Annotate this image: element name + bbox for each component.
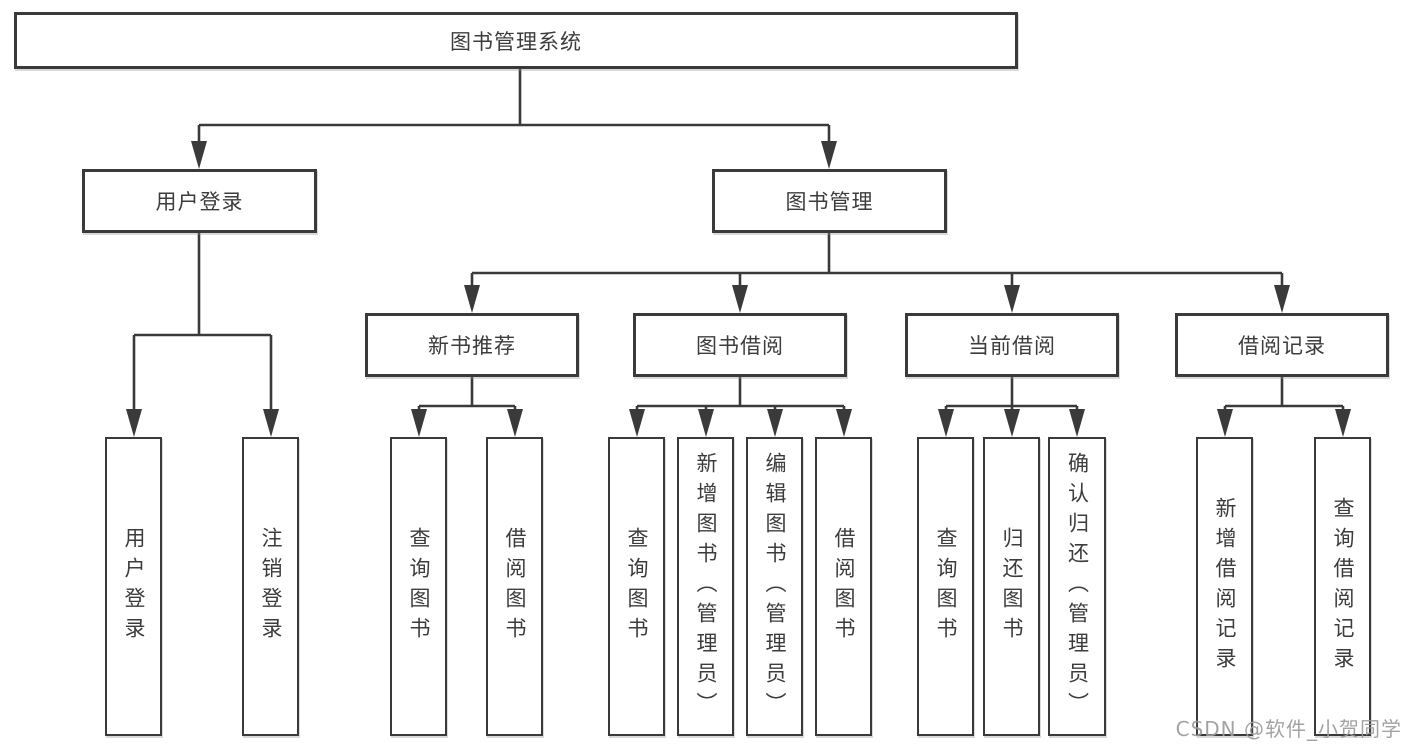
leaf-query-borrow-record: 查询借阅记录: [1314, 437, 1371, 736]
leaf-label: 新增借阅记录: [1213, 496, 1237, 677]
leaf-query-books-recommend: 查询图书: [390, 437, 447, 736]
leaf-label: 查询图书: [934, 526, 958, 647]
leaf-confirm-return-admin: 确认归还（管理员）: [1048, 437, 1106, 736]
leaf-return-book: 归还图书: [983, 437, 1040, 736]
arrowheads: [126, 141, 1351, 437]
leaf-add-book-admin: 新增图书（管理员）: [677, 437, 734, 736]
node-label: 图书借阅: [696, 334, 784, 358]
node-label: 图书管理系统: [450, 29, 582, 54]
leaf-label: 用户登录: [122, 526, 146, 647]
node-new-book-recommendation: 新书推荐: [365, 313, 579, 377]
leaf-add-borrow-record: 新增借阅记录: [1196, 437, 1253, 736]
leaf-label: 新增图书（管理员）: [694, 451, 718, 722]
node-label: 新书推荐: [428, 334, 516, 358]
leaf-borrow-books-borrowing: 借阅图书: [815, 437, 872, 736]
node-label: 借阅记录: [1238, 334, 1326, 358]
leaf-label: 查询图书: [407, 526, 431, 647]
node-label: 当前借阅: [968, 334, 1056, 358]
node-library-management-system: 图书管理系统: [14, 12, 1018, 69]
leaf-label: 查询借阅记录: [1331, 496, 1355, 677]
leaf-label: 编辑图书（管理员）: [763, 451, 787, 722]
node-current-borrowing: 当前借阅: [905, 313, 1119, 377]
leaf-label: 借阅图书: [503, 526, 527, 647]
node-label: 图书管理: [785, 190, 874, 214]
leaf-label: 确认归还（管理员）: [1065, 451, 1090, 722]
leaf-user-login: 用户登录: [105, 437, 162, 736]
node-label: 用户登录: [155, 190, 244, 214]
node-book-management: 图书管理: [712, 169, 947, 233]
leaf-label: 借阅图书: [832, 526, 856, 647]
node-user-login: 用户登录: [82, 169, 317, 233]
node-book-borrowing: 图书借阅: [633, 313, 847, 377]
leaf-query-books-current: 查询图书: [917, 437, 974, 736]
leaf-label: 注销登录: [259, 526, 283, 647]
leaf-edit-book-admin: 编辑图书（管理员）: [746, 437, 803, 736]
leaf-label: 归还图书: [1000, 526, 1024, 647]
csdn-watermark: CSDN @软件_小贺同学: [1175, 717, 1402, 741]
leaf-query-books-borrowing: 查询图书: [608, 437, 665, 736]
leaf-label: 查询图书: [625, 526, 649, 647]
node-borrowing-records: 借阅记录: [1175, 313, 1389, 377]
leaf-logout: 注销登录: [242, 437, 299, 736]
leaf-borrow-books-recommend: 借阅图书: [486, 437, 543, 736]
